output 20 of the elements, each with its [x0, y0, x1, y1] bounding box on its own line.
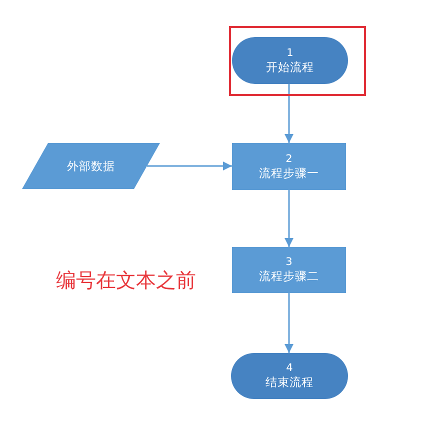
step-label: 流程步骤二	[259, 269, 319, 284]
step-number: 3	[286, 256, 292, 270]
step-label: 结束流程	[266, 375, 314, 390]
highlight-frame	[229, 26, 366, 96]
step-number: 2	[286, 152, 292, 166]
step-number: 4	[286, 362, 293, 376]
annotation-text: 编号在文本之前	[56, 268, 196, 292]
arrow	[284, 293, 294, 353]
arrow	[284, 190, 294, 247]
arrow	[147, 162, 232, 170]
data-parallelogram	[22, 143, 160, 189]
arrow	[284, 84, 294, 143]
step-number: 1	[286, 46, 294, 60]
step-label: 流程步骤一	[259, 166, 319, 180]
data-label: 外部数据	[67, 158, 115, 174]
process-box	[232, 247, 346, 293]
terminator-shape	[231, 353, 348, 399]
terminator-shape	[232, 37, 348, 84]
process-box	[232, 143, 346, 190]
step-label: 开始流程	[266, 60, 314, 74]
